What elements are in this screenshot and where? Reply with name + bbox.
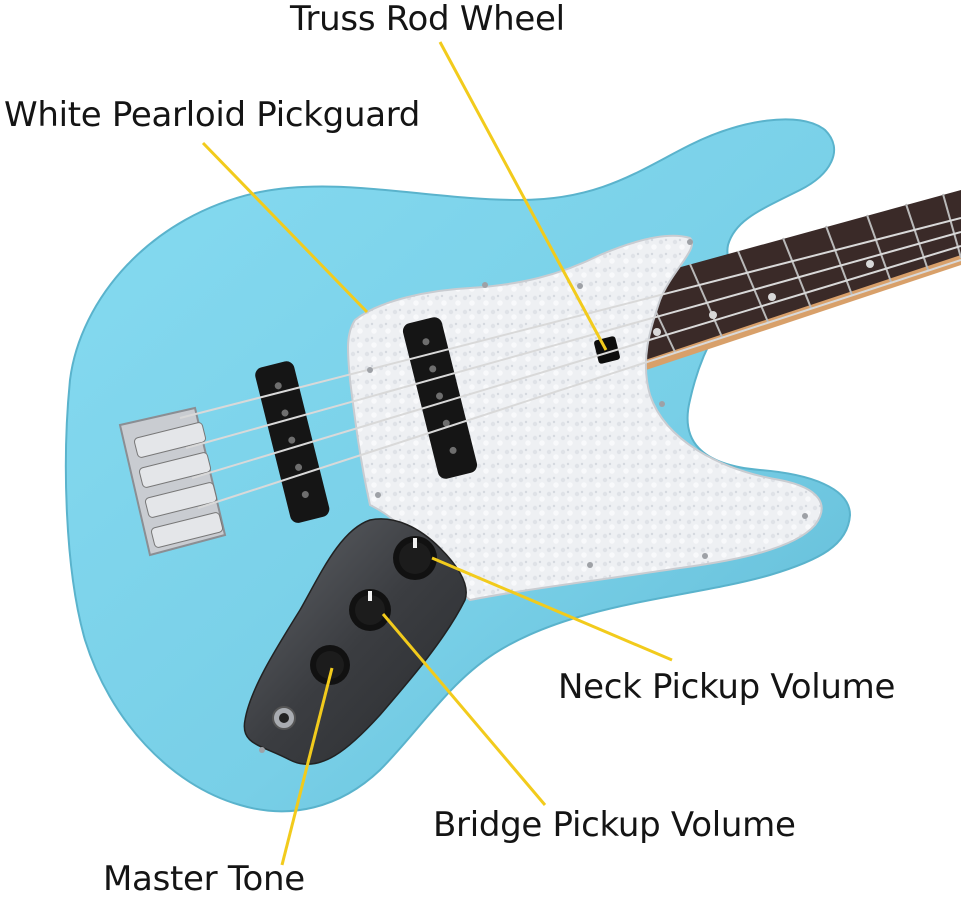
- neck-pickup-volume-label: Neck Pickup Volume: [558, 667, 896, 707]
- fret-markers: [653, 260, 874, 336]
- output-jack: [272, 706, 296, 730]
- neck-volume-knob: [393, 536, 437, 580]
- tone-knob: [310, 645, 350, 685]
- pickguard-label: White Pearloid Pickguard: [4, 95, 421, 135]
- truss-rod-wheel: [594, 336, 620, 364]
- pickguard: [347, 234, 823, 602]
- bridge-pickup: [255, 361, 330, 523]
- leader-lines: [201, 41, 673, 866]
- neck-pickup: [402, 317, 478, 479]
- master-tone-label: Master Tone: [103, 859, 305, 899]
- truss-rod-wheel-label: Truss Rod Wheel: [290, 0, 565, 39]
- leader-neck-volume: [431, 556, 673, 662]
- fretboard: [590, 190, 961, 365]
- bridge-pickup-volume-label: Bridge Pickup Volume: [433, 805, 796, 845]
- leader-bridge-volume: [381, 613, 547, 806]
- leader-truss-rod: [438, 41, 608, 351]
- strings: [179, 217, 961, 509]
- bridge-volume-knob: [349, 589, 391, 631]
- control-plate: [243, 518, 467, 765]
- leader-master-tone: [280, 667, 334, 866]
- pickguard-screws: [259, 239, 808, 753]
- leader-pickguard: [201, 141, 369, 314]
